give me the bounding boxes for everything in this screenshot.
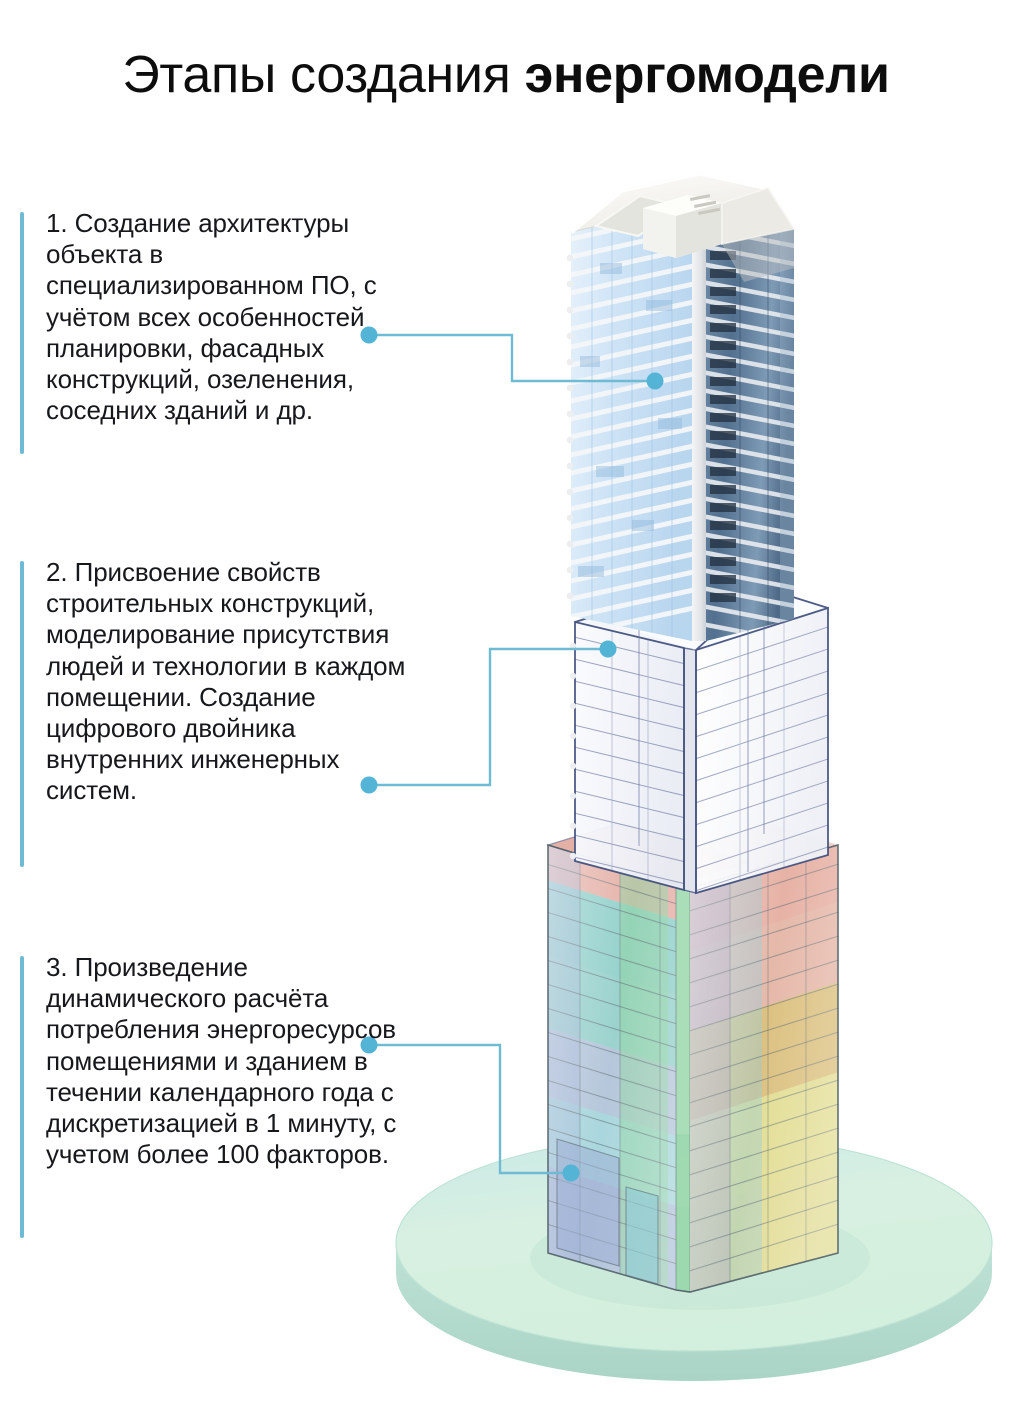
connector-dot-left-1 (360, 326, 378, 344)
step-1-accent-bar (20, 212, 24, 454)
connector-dot-target-2 (599, 640, 617, 658)
tower-roof (569, 170, 797, 282)
connector-dot-left-3 (360, 1036, 378, 1054)
step-2-text: 2. Присвоение свойств строительных конст… (46, 557, 406, 806)
photoreal-tower-section (566, 170, 797, 860)
connector-dot-left-2 (360, 776, 378, 794)
connector-step-1 (360, 326, 664, 390)
connector-dot-target-3 (562, 1164, 580, 1182)
step-1-text: 1. Создание архитектуры объекта в специа… (46, 208, 377, 426)
page-title-bold: энергомодели (524, 46, 890, 104)
slab-edge-beads (566, 254, 577, 860)
connector-dot-target-1 (646, 372, 664, 390)
step-2-accent-bar (20, 561, 24, 867)
step-3-text: 3. Произведение динамического расчёта по… (46, 952, 397, 1170)
connector-step-2 (360, 640, 617, 794)
connector-step-3 (360, 1036, 580, 1182)
step-3-accent-bar (20, 956, 24, 1238)
zoned-podium-section (545, 822, 839, 1293)
page-title: Этапы создания энергомодели (0, 44, 1012, 106)
page-title-light: Этапы создания (122, 46, 525, 104)
